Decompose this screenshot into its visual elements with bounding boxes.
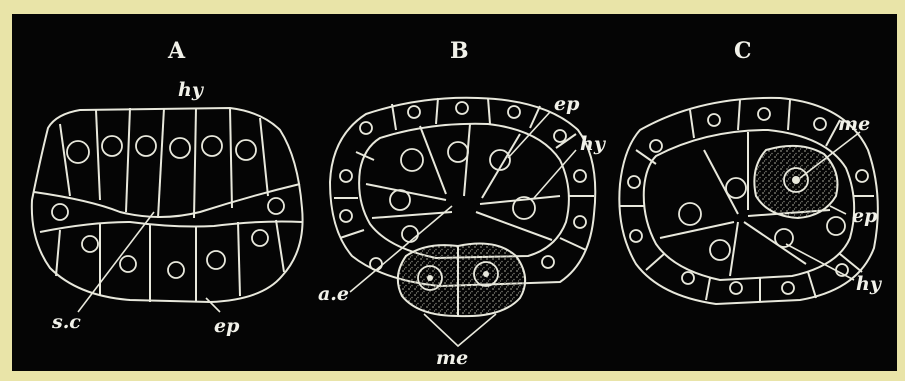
panel-b-label-ae: a.e — [318, 283, 349, 305]
panel-b-label-ep: ep — [554, 93, 580, 115]
panel-c-label-me: me — [838, 113, 870, 135]
panel-a-label-ep: ep — [214, 315, 240, 337]
panel-a-label-hy: hy — [178, 79, 205, 101]
panel-c-label-hy: hy — [856, 273, 883, 295]
panel-a-letter: A — [167, 38, 186, 64]
panel-a-label-sc: s.c — [51, 311, 81, 333]
panel-b-label-me: me — [436, 347, 468, 369]
panel-b-mesoblast-cells — [398, 244, 525, 317]
panel-c-letter: C — [734, 38, 752, 64]
panel-b-label-hy: hy — [580, 133, 607, 155]
panel-c-mesoblast-cell — [754, 146, 837, 218]
panel-c-label-ep: ep — [852, 205, 878, 227]
panel-b-letter: B — [450, 38, 469, 64]
